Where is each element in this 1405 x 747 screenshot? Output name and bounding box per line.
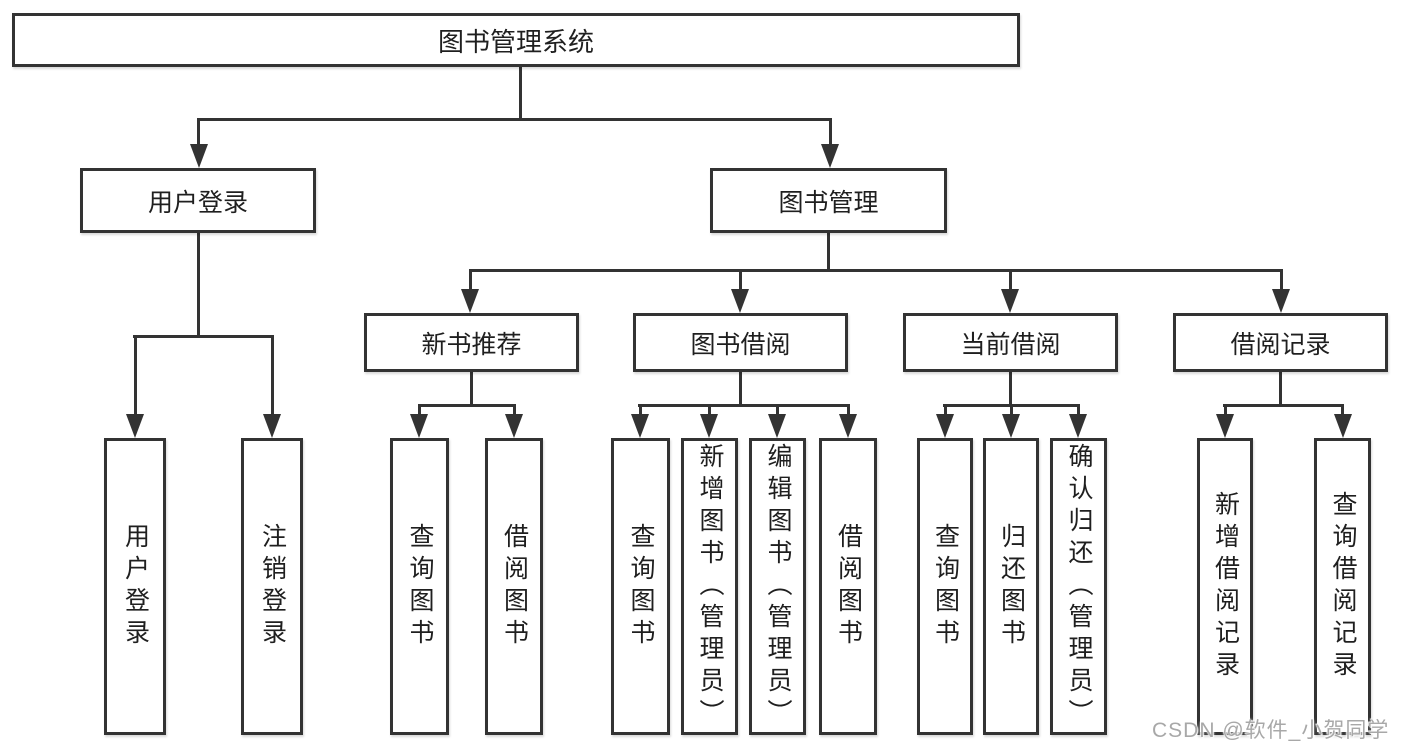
connector-line [133, 335, 274, 338]
connector-line [197, 232, 200, 337]
connector-line [418, 404, 421, 418]
leaf-add-book-admin-label: 新增图书（管理员） [696, 442, 724, 731]
connector-line [197, 118, 200, 148]
node-root-label: 图书管理系统 [437, 26, 594, 57]
node-current-borrow-label: 当前借阅 [960, 330, 1061, 359]
arrow-down-icon [263, 414, 281, 438]
leaf-edit-book-admin-label: 编辑图书（管理员） [764, 442, 792, 731]
connector-line [944, 404, 947, 418]
connector-line [639, 404, 642, 418]
arrow-down-icon [461, 289, 479, 313]
leaf-return-book: 归还图书 [983, 438, 1039, 735]
connector-line [470, 370, 473, 407]
arrow-down-icon [731, 289, 749, 313]
arrow-down-icon [1272, 289, 1290, 313]
arrow-down-icon [631, 414, 649, 438]
leaf-query-books-2-label: 查询图书 [627, 522, 655, 651]
node-book-borrow-label: 图书借阅 [690, 330, 791, 359]
arrow-down-icon [1002, 414, 1020, 438]
csdn-watermark: CSDN @软件_小贺同学 [1152, 719, 1390, 742]
leaf-query-books-1: 查询图书 [390, 438, 449, 735]
connector-line [134, 335, 137, 418]
leaf-logout: 注销登录 [241, 438, 303, 735]
arrow-down-icon [821, 144, 839, 168]
node-book-mgmt: 图书管理 [710, 168, 947, 233]
connector-line [1341, 404, 1344, 418]
connector-line [1224, 404, 1227, 418]
arrow-down-icon [839, 414, 857, 438]
connector-line [1279, 370, 1282, 407]
connector-line [1009, 269, 1012, 293]
connector-line [827, 232, 830, 272]
node-root: 图书管理系统 [12, 13, 1020, 67]
leaf-borrow-books-1: 借阅图书 [485, 438, 543, 735]
connector-line [1010, 404, 1013, 418]
connector-line [513, 404, 516, 418]
connector-line [519, 67, 522, 121]
leaf-borrow-books-1-label: 借阅图书 [500, 522, 529, 651]
leaf-confirm-return-admin: 确认归还（管理员） [1050, 438, 1107, 735]
arrow-down-icon [1216, 414, 1234, 438]
leaf-edit-book-admin: 编辑图书（管理员） [749, 438, 806, 735]
leaf-user-login-label: 用户登录 [121, 522, 150, 651]
node-borrow-records: 借阅记录 [1173, 313, 1388, 372]
connector-line [739, 370, 742, 407]
leaf-query-books-1-label: 查询图书 [406, 522, 434, 651]
arrow-down-icon [1334, 414, 1352, 438]
connector-line [847, 404, 850, 418]
connector-line [776, 404, 779, 418]
connector-line [829, 118, 832, 148]
leaf-borrow-books-2: 借阅图书 [819, 438, 877, 735]
connector-line [739, 269, 742, 293]
arrow-down-icon [768, 414, 786, 438]
node-borrow-records-label: 借阅记录 [1230, 330, 1331, 359]
node-book-borrow: 图书借阅 [633, 313, 848, 372]
leaf-borrow-books-2-label: 借阅图书 [834, 522, 863, 651]
node-book-mgmt-label: 图书管理 [778, 188, 879, 217]
leaf-query-books-3: 查询图书 [917, 438, 973, 735]
connector-line [271, 335, 274, 418]
leaf-query-books-2: 查询图书 [611, 438, 670, 735]
leaf-query-books-3-label: 查询图书 [931, 522, 960, 651]
connector-line [469, 269, 472, 293]
arrow-down-icon [700, 414, 718, 438]
arrow-down-icon [190, 144, 208, 168]
connector-line [1009, 370, 1012, 407]
leaf-logout-label: 注销登录 [258, 522, 287, 651]
node-user-login-label: 用户登录 [147, 188, 248, 217]
connector-line [197, 118, 832, 121]
node-new-books-label: 新书推荐 [421, 330, 522, 359]
leaf-add-book-admin: 新增图书（管理员） [681, 438, 738, 735]
leaf-query-borrow-record-label: 查询借阅记录 [1329, 490, 1357, 683]
connector-line [638, 404, 850, 407]
node-current-borrow: 当前借阅 [903, 313, 1118, 372]
leaf-add-borrow-record: 新增借阅记录 [1197, 438, 1253, 735]
arrow-down-icon [1001, 289, 1019, 313]
node-user-login: 用户登录 [80, 168, 316, 233]
connector-line [418, 404, 516, 407]
leaf-user-login: 用户登录 [104, 438, 166, 735]
arrow-down-icon [936, 414, 954, 438]
connector-line [1223, 404, 1344, 407]
connector-line [469, 269, 1283, 272]
arrow-down-icon [410, 414, 428, 438]
leaf-query-borrow-record: 查询借阅记录 [1314, 438, 1371, 735]
leaf-confirm-return-admin-label: 确认归还（管理员） [1065, 442, 1093, 731]
arrow-down-icon [505, 414, 523, 438]
node-new-books: 新书推荐 [364, 313, 579, 372]
connector-line [1280, 269, 1283, 293]
connector-line [708, 404, 711, 418]
arrow-down-icon [126, 414, 144, 438]
leaf-return-book-label: 归还图书 [997, 522, 1026, 651]
arrow-down-icon [1069, 414, 1087, 438]
connector-line [1077, 404, 1080, 418]
leaf-add-borrow-record-label: 新增借阅记录 [1211, 490, 1240, 683]
